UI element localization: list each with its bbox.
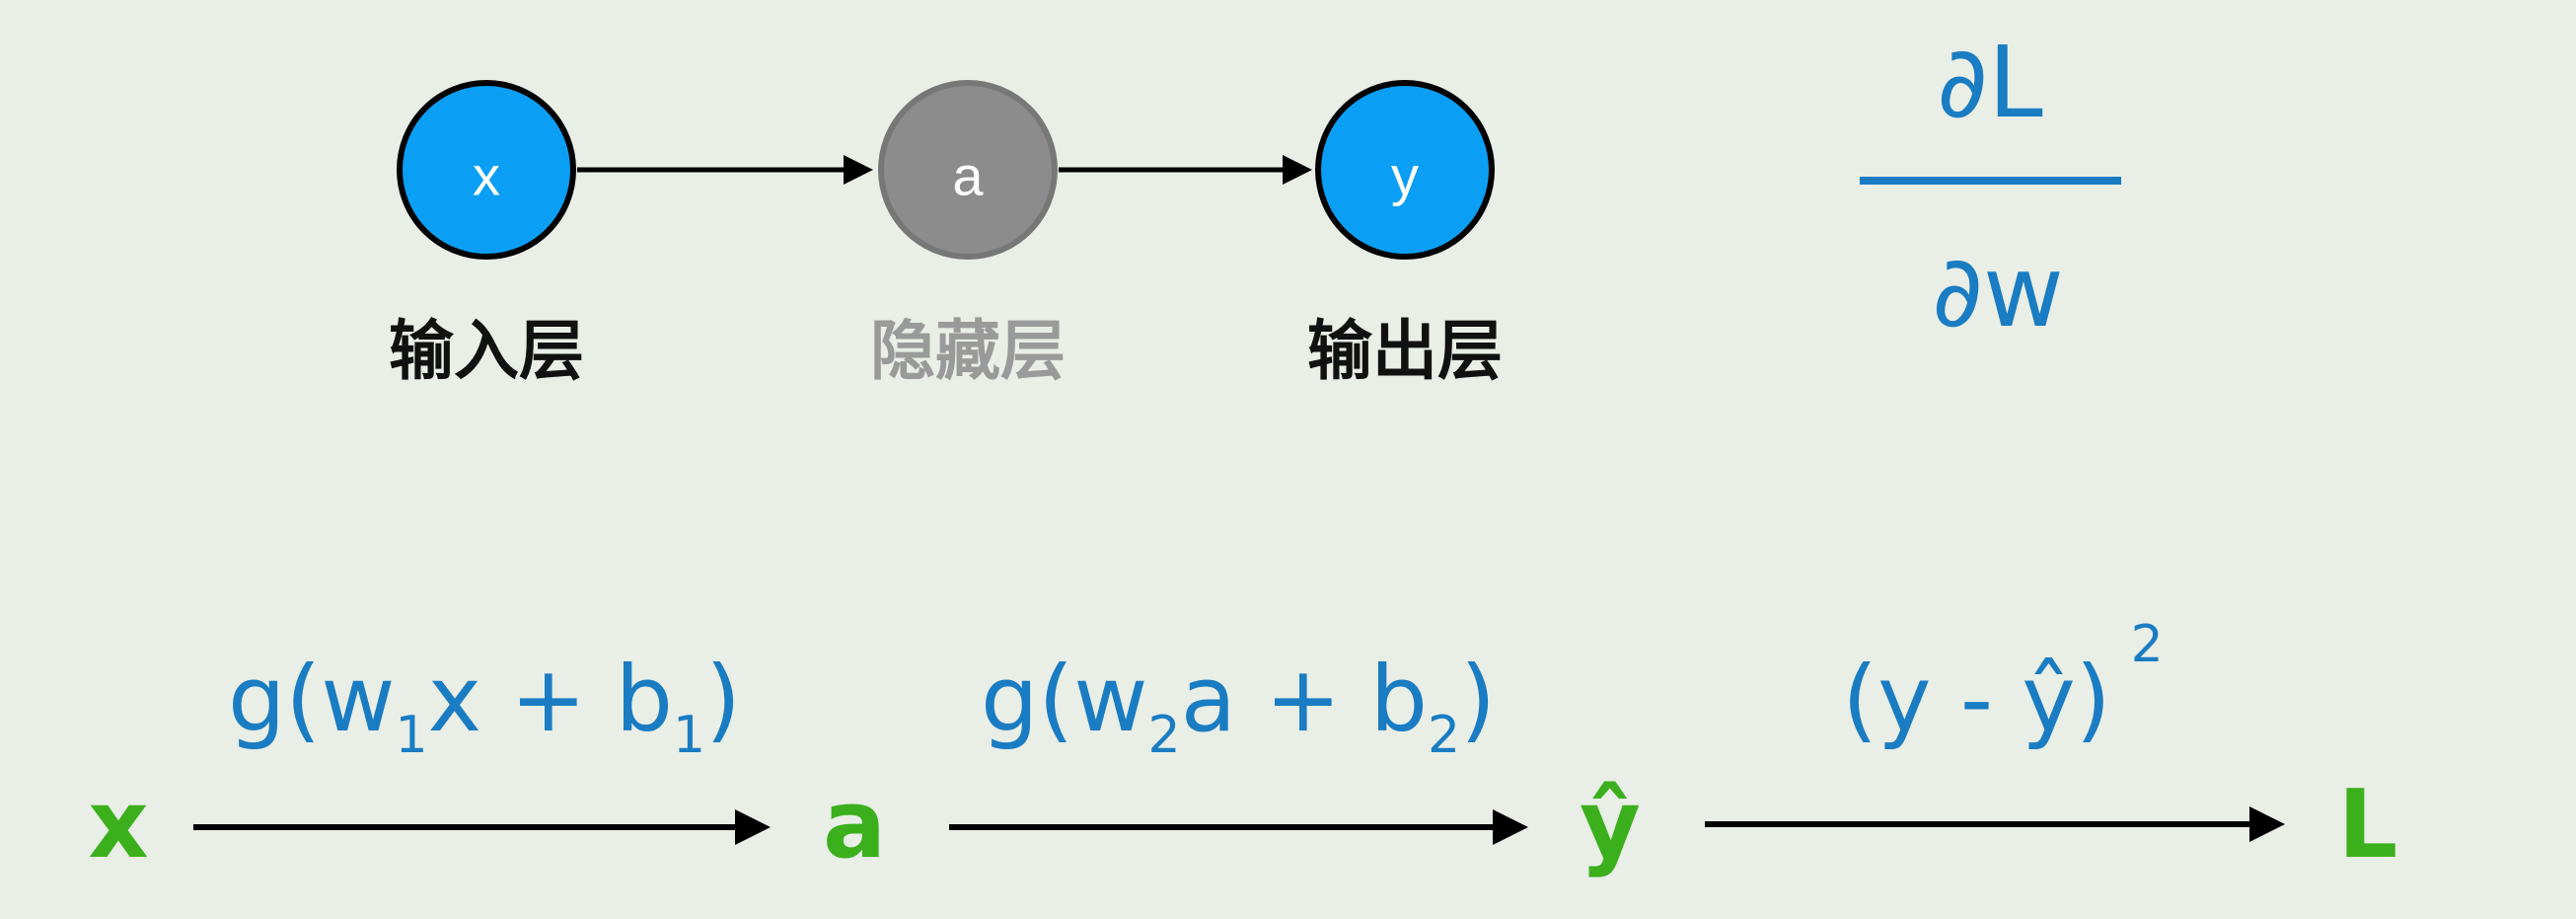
chain-var-L: L bbox=[2338, 771, 2398, 880]
node-hidden-symbol: a bbox=[952, 145, 984, 207]
node-output-symbol: y bbox=[1391, 145, 1419, 207]
function-2-bias-subscript: 2 bbox=[1428, 706, 1460, 765]
derivative-numerator: ∂L bbox=[1937, 25, 2043, 140]
function-2-weight-subscript: 2 bbox=[1148, 706, 1181, 765]
chain-var-x: x bbox=[88, 771, 148, 880]
node-input: x bbox=[397, 80, 576, 260]
node-hidden: a bbox=[878, 80, 1058, 260]
loss-expression: (y - ŷ) bbox=[1842, 647, 2110, 752]
loss-label: (y - ŷ) 2 bbox=[1842, 615, 2163, 752]
function-label-1: g(w1x + b1) bbox=[228, 647, 741, 765]
chain-var-a: a bbox=[823, 771, 886, 880]
label-input-layer: 输入层 bbox=[389, 313, 584, 389]
chain-var-yhat: ŷ bbox=[1580, 771, 1641, 880]
label-output-layer: 输出层 bbox=[1307, 313, 1503, 389]
node-output: y bbox=[1315, 80, 1495, 260]
node-input-symbol: x bbox=[473, 145, 500, 207]
function-2-body: a + b bbox=[1181, 647, 1428, 752]
function-1-weight-subscript: 1 bbox=[396, 706, 428, 765]
function-2-close: ) bbox=[1460, 647, 1496, 752]
function-1-close: ) bbox=[705, 647, 741, 752]
derivative-denominator: ∂w bbox=[1932, 234, 2064, 349]
function-label-2: g(w2a + b2) bbox=[981, 647, 1496, 765]
function-1-name: g(w bbox=[228, 647, 396, 752]
function-1-body: x + b bbox=[428, 647, 673, 752]
function-2-name: g(w bbox=[981, 647, 1148, 752]
function-1-bias-subscript: 1 bbox=[673, 706, 705, 765]
label-hidden-layer: 隐藏层 bbox=[870, 313, 1066, 389]
loss-power: 2 bbox=[2131, 615, 2164, 674]
